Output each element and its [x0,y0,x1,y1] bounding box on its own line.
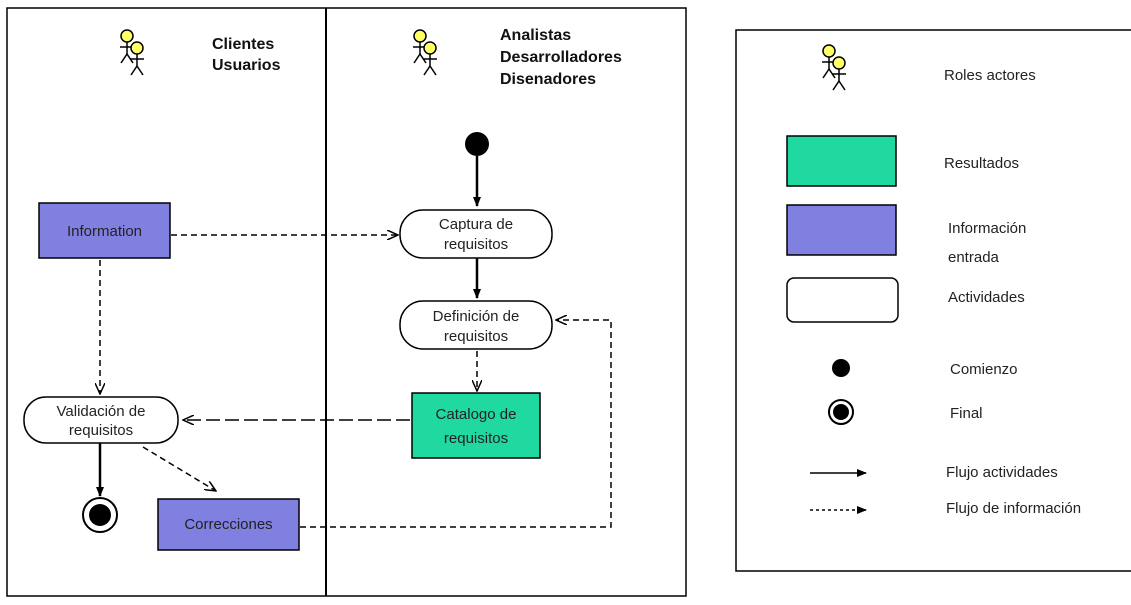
legend-label-resultados: Resultados [944,155,1019,172]
legend-label-comienzo: Comienzo [950,361,1018,378]
lane-title-desarrolladores: Desarrolladores [500,49,622,66]
legend-swatch-informacion [786,204,897,256]
node-catalogo-requisitos: Catalogo de requisitos [411,392,541,459]
legend-start-node [832,359,850,377]
legend-final-node [828,399,854,425]
legend: Roles actores Resultados Información ent… [735,29,1131,572]
legend-label-actividades: Actividades [948,289,1025,306]
actor-icon-analistas [413,30,437,75]
svg-text:requisitos: requisitos [69,422,133,439]
svg-text:requisitos: requisitos [444,236,508,253]
node-captura-requisitos: Captura de requisitos [399,209,553,259]
activity-flows [96,156,481,497]
legend-label-roles: Roles actores [944,67,1036,84]
svg-text:Validación de: Validación de [57,403,146,420]
lane-title-disenadores: Disenadores [500,71,596,88]
svg-text:Captura de: Captura de [439,216,513,233]
node-information: Information [38,202,171,259]
svg-text:requisitos: requisitos [444,430,508,447]
node-definicion-requisitos: Definición de requisitos [399,300,553,350]
svg-text:Catalogo de: Catalogo de [436,406,517,423]
lane-title-usuarios: Usuarios [212,57,281,74]
legend-label-flujo-actividades: Flujo actividades [946,464,1058,481]
final-node [82,497,118,533]
information-flows [100,235,612,528]
svg-text:Information: Information [67,223,142,240]
node-correcciones: Correcciones [157,498,300,551]
legend-label-flujo-informacion: Flujo de información [946,500,1081,517]
start-node [465,132,489,156]
lane-title-analistas: Analistas [500,27,571,44]
lane-title-clientes: Clientes [212,36,274,53]
legend-label-entrada: entrada [948,249,1000,266]
actor-icon-clientes [120,30,144,75]
legend-label-final: Final [950,405,983,422]
flow-correcciones-to-definicion [300,320,612,528]
legend-swatch-actividades [786,277,899,323]
svg-text:requisitos: requisitos [444,328,508,345]
legend-swatch-resultados [786,135,897,187]
svg-text:Correcciones: Correcciones [184,516,272,533]
svg-text:Definición de: Definición de [433,308,520,325]
flow-validacion-to-correcciones [142,446,216,491]
swimlane-frame [6,7,687,597]
node-validacion-requisitos: Validación de requisitos [23,396,179,444]
legend-label-informacion: Información [948,220,1026,237]
